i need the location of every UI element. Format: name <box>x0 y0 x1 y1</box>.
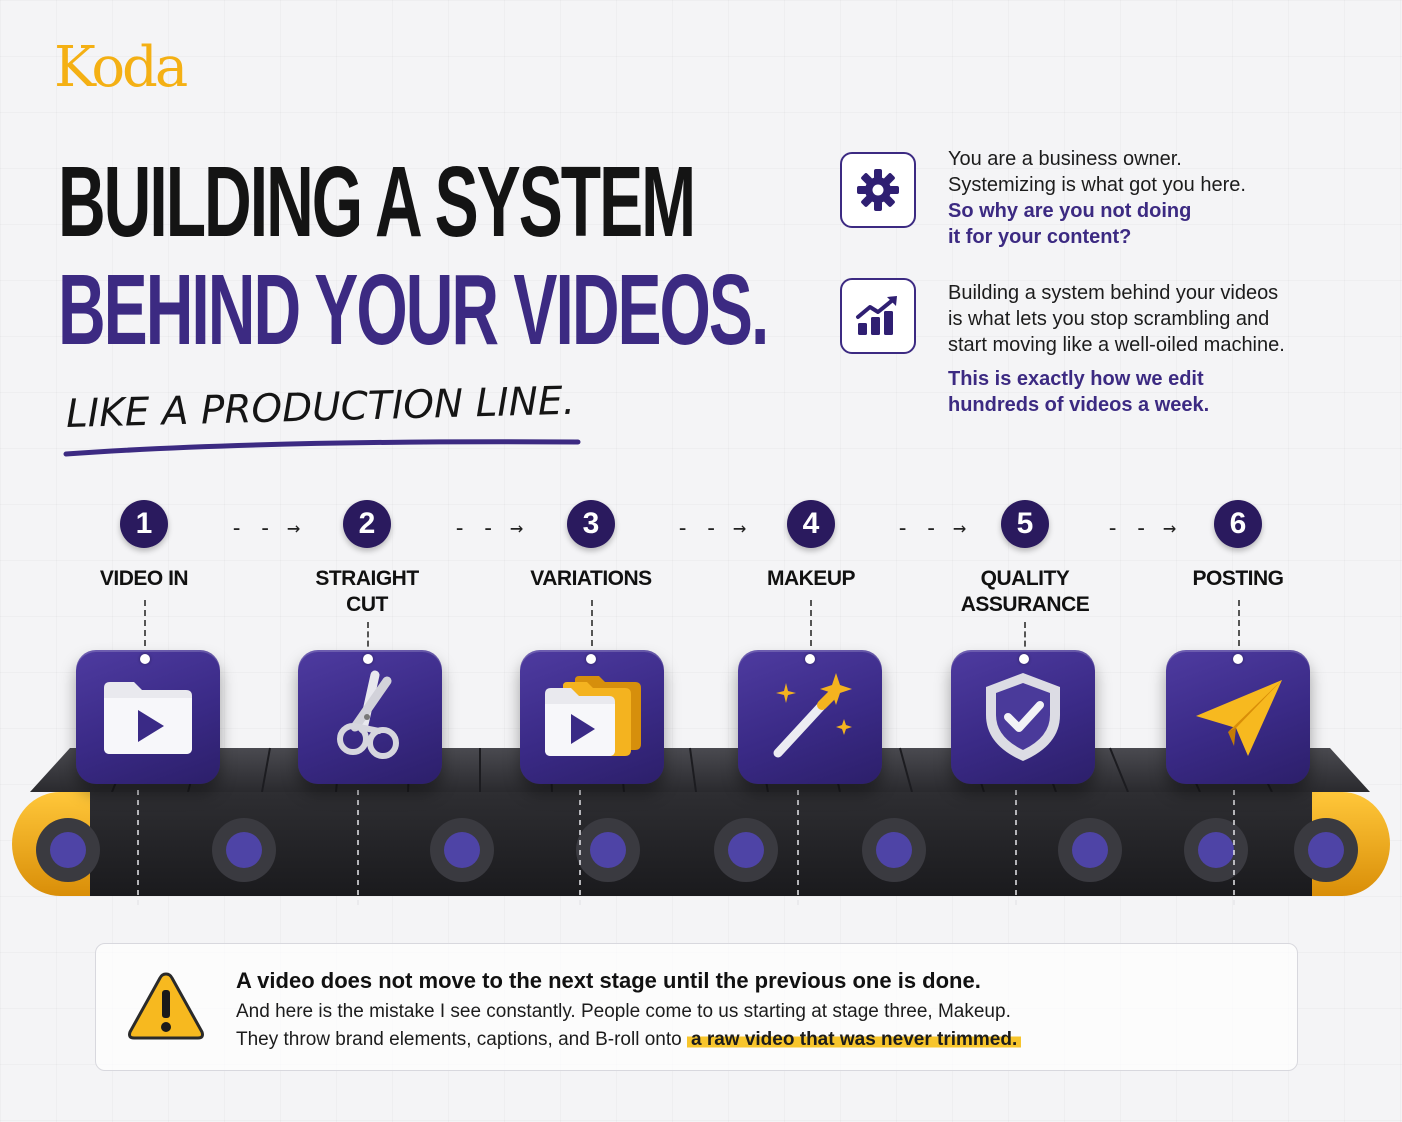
stage-4-tile <box>738 650 882 784</box>
flow-arrow-1: - - → <box>230 516 302 541</box>
gear-icon <box>857 169 899 211</box>
info-text-1: You are a business owner. Systemizing is… <box>948 146 1246 250</box>
stage-3-number: 3 <box>567 500 615 548</box>
info-2-line-3: start moving like a well-oiled machine. <box>948 334 1285 356</box>
multiple-video-folders-icon <box>545 676 641 756</box>
info-2-strong-2: hundreds of videos a week. <box>948 394 1210 416</box>
growth-chart-icon <box>856 296 897 335</box>
info-2-strong-1: This is exactly how we edit <box>948 368 1204 390</box>
stage-1-label: VIDEO IN <box>99 567 189 590</box>
stage-5-tile <box>951 650 1095 784</box>
stage-6-tile <box>1166 650 1310 784</box>
flow-arrow-5: - - → <box>1106 516 1178 541</box>
info-2-line-2: is what lets you stop scrambling and <box>948 308 1270 330</box>
stage-5-connector <box>1024 622 1026 656</box>
stage-1-anchor <box>140 654 150 664</box>
flow-arrow-2: - - → <box>453 516 525 541</box>
stage-3-tile <box>520 650 664 784</box>
callout-line-3-text: They throw brand elements, captions, and… <box>236 1029 682 1050</box>
koda-logo: Koda <box>54 35 188 100</box>
info-1-strong-2: it for your content? <box>948 226 1132 248</box>
stage-6-label: POSTING <box>1192 567 1284 590</box>
stage-6-number: 6 <box>1214 500 1262 548</box>
warning-callout: A video does not move to the next stage … <box>95 943 1298 1071</box>
scissors-icon <box>337 670 399 759</box>
paper-plane-icon <box>1196 680 1282 756</box>
video-folder-icon <box>104 682 192 754</box>
callout-highlight: a raw video that was never trimmed. <box>686 1029 1022 1050</box>
subhead: LIKE A PRODUCTION LINE. <box>65 378 576 437</box>
flow-arrow-4: - - → <box>896 516 968 541</box>
callout-line-3: They throw brand elements, captions, and… <box>236 1029 1022 1051</box>
stage-2-tile <box>298 650 442 784</box>
stage-3-connector <box>591 600 593 656</box>
info-2-line-1: Building a system behind your videos <box>948 282 1279 304</box>
stage-1-tile <box>76 650 220 784</box>
info-1-line-2: Systemizing is what got you here. <box>948 174 1246 196</box>
headline: BUILDING A SYSTEM BEHIND YOUR VIDEOS. <box>58 148 1133 364</box>
info-1-line-1: You are a business owner. <box>948 148 1182 170</box>
stage-1-connector <box>144 600 146 656</box>
stage-5-number: 5 <box>1001 500 1049 548</box>
info-text-2: Building a system behind your videos is … <box>948 280 1285 418</box>
stage-4-connector <box>810 600 812 656</box>
stage-6-anchor <box>1233 654 1243 664</box>
gear-icon-box <box>840 152 916 228</box>
stage-3-label: VARIATIONS <box>530 567 652 590</box>
stage-5-anchor <box>1019 654 1029 664</box>
stage-3-anchor <box>586 654 596 664</box>
stage-4-number: 4 <box>787 500 835 548</box>
shield-check-icon <box>986 673 1060 761</box>
magic-wand-icon <box>773 673 852 758</box>
headline-line-2: BEHIND YOUR VIDEOS. <box>58 254 769 366</box>
info-1-strong-1: So why are you not doing <box>948 200 1192 222</box>
stage-1-number: 1 <box>120 500 168 548</box>
warning-icon <box>128 972 204 1040</box>
callout-line-2: And here is the mistake I see constantly… <box>236 1001 1011 1022</box>
callout-title: A video does not move to the next stage … <box>236 968 981 993</box>
subhead-underline <box>63 439 581 457</box>
stage-2-anchor <box>363 654 373 664</box>
flow-arrow-3: - - → <box>676 516 748 541</box>
stage-2-number: 2 <box>343 500 391 548</box>
chart-icon-box <box>840 278 916 354</box>
stage-4-label: MAKEUP <box>766 567 856 590</box>
stage-4-anchor <box>805 654 815 664</box>
headline-line-1: BUILDING A SYSTEM <box>58 146 696 258</box>
stage-6-connector <box>1238 600 1240 656</box>
stage-2-connector <box>367 622 369 656</box>
